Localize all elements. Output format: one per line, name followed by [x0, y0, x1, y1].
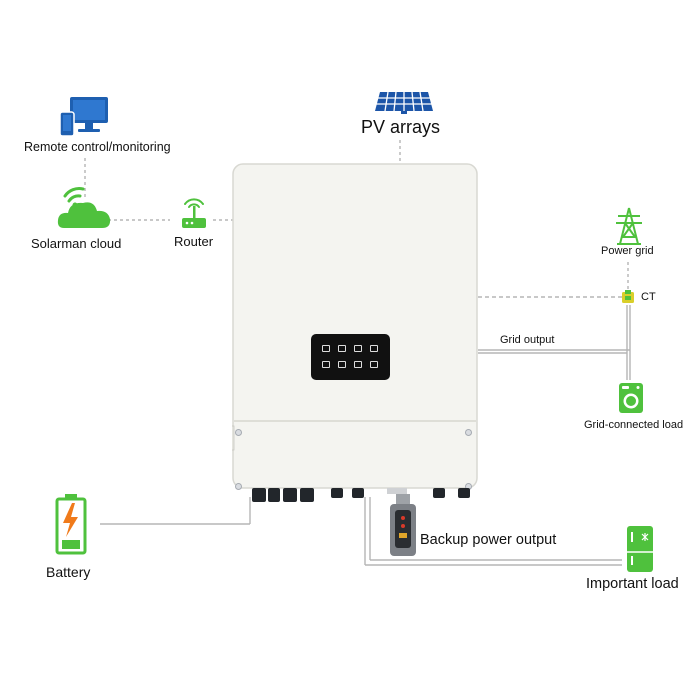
battery-icon	[55, 494, 87, 555]
port-connector	[433, 488, 445, 498]
wifi-cloud-icon	[57, 187, 111, 228]
port-connector	[458, 488, 470, 498]
transmission-tower-icon	[616, 207, 642, 245]
router-icon	[182, 198, 206, 228]
computer-phone-icon	[59, 97, 108, 137]
battery-connector	[268, 488, 280, 502]
grid-output-label: Grid output	[500, 334, 555, 346]
control-panel	[311, 334, 390, 380]
panel-key[interactable]	[370, 345, 378, 352]
solar-panel-icon	[375, 91, 433, 114]
panel-key[interactable]	[322, 345, 330, 352]
important-load-label: Important load	[586, 576, 679, 592]
screw	[235, 429, 242, 436]
panel-key[interactable]	[338, 345, 346, 352]
grid-load-label: Grid-connected load	[584, 419, 684, 431]
panel-key[interactable]	[338, 361, 346, 368]
battery-label: Battery	[46, 564, 91, 580]
panel-key[interactable]	[322, 361, 330, 368]
current-transformer-icon	[622, 290, 634, 303]
port-connector	[352, 488, 364, 498]
port-connector	[331, 488, 343, 498]
pv-connector	[300, 488, 314, 502]
washing-machine-icon	[619, 383, 643, 413]
cloud-label: Solarman cloud	[31, 236, 122, 251]
inverter-unit	[232, 163, 478, 494]
panel-key[interactable]	[354, 361, 362, 368]
screw	[235, 483, 242, 490]
remote-label: Remote control/monitoring	[24, 140, 171, 154]
battery-connector	[252, 488, 266, 502]
wifi-logger-stick	[390, 494, 416, 556]
refrigerator-icon	[627, 526, 653, 572]
router-label: Router	[174, 234, 214, 249]
pv-connector	[283, 488, 297, 502]
backup-output-label: Backup power output	[420, 532, 557, 548]
panel-key[interactable]	[354, 345, 362, 352]
panel-key[interactable]	[370, 361, 378, 368]
screw	[465, 429, 472, 436]
ct-label: CT	[641, 291, 656, 303]
pv-arrays-label: PV arrays	[361, 117, 441, 137]
power-grid-label: Power grid	[601, 245, 654, 257]
